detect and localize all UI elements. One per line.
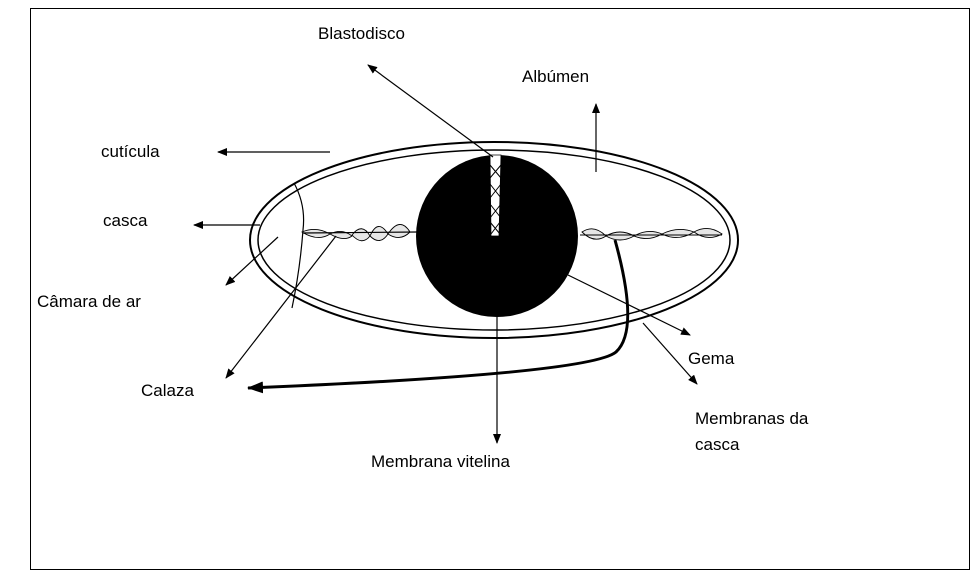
label-membranas-da-casca-line2: casca bbox=[695, 435, 740, 454]
label-gema: Gema bbox=[688, 349, 735, 368]
chalaza-left bbox=[302, 224, 417, 240]
label-camara-de-ar: Câmara de ar bbox=[37, 292, 141, 311]
label-membrana-vitelina: Membrana vitelina bbox=[371, 452, 510, 471]
label-albumen: Albúmen bbox=[522, 67, 589, 86]
gema-arrow bbox=[568, 275, 690, 335]
blastodisc bbox=[490, 155, 501, 236]
label-blastodisco: Blastodisco bbox=[318, 24, 405, 43]
label-calaza: Calaza bbox=[141, 381, 194, 400]
calaza-arrow-thin bbox=[226, 236, 336, 378]
label-cuticula: cutícula bbox=[101, 142, 160, 161]
blastodisco-arrow bbox=[368, 65, 493, 157]
label-membranas-da-casca: Membranas da bbox=[695, 409, 809, 428]
label-casca: casca bbox=[103, 211, 148, 230]
chalaza-right bbox=[580, 228, 722, 240]
